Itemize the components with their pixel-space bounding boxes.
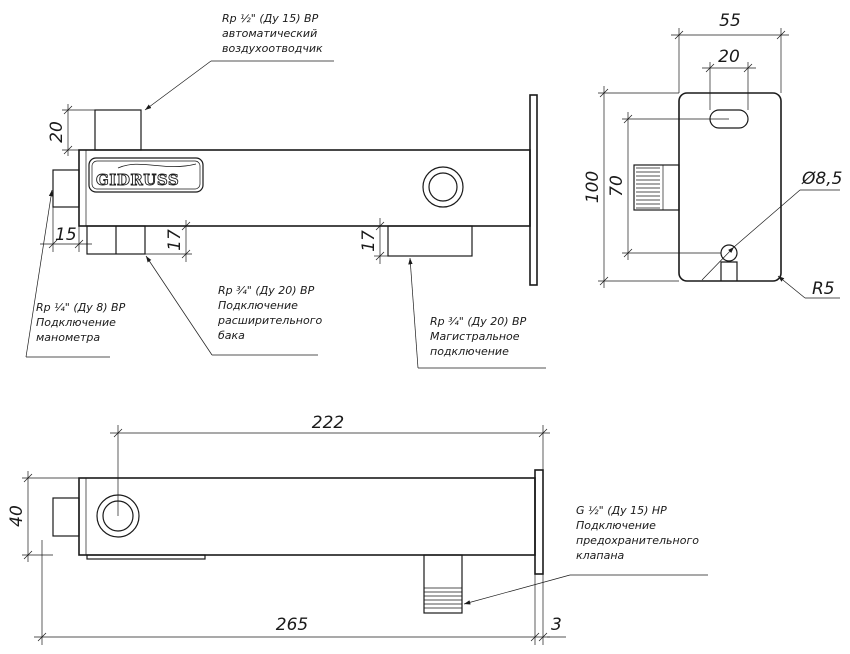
dim-main-height: 17 <box>359 218 388 264</box>
mounting-flange <box>529 94 538 286</box>
threaded-stub <box>633 164 680 211</box>
safety-line2: Подключение <box>576 519 656 532</box>
dim-expansion-height: 17 <box>145 220 192 262</box>
dim-40-label: 40 <box>7 505 27 527</box>
expansion-line1: Rp ¾" (Ду 20) ВР <box>218 284 315 297</box>
expansion-line3: расширительного <box>217 314 323 327</box>
dim-17a-label: 17 <box>165 229 185 251</box>
dim-15-label: 15 <box>55 225 77 245</box>
air-vent-port <box>94 109 142 151</box>
side-socket-inner <box>428 172 458 202</box>
main-port <box>387 225 473 257</box>
mainline-line2: Магистральное <box>430 330 520 343</box>
expansion-line4: бака <box>218 329 245 342</box>
dim-slot: 20 <box>702 47 756 110</box>
dim-width: 55 <box>671 11 789 93</box>
safety-line3: предохранительного <box>576 534 699 547</box>
dim-slot-label: 20 <box>718 47 740 67</box>
gauge-line3: манометра <box>36 331 100 344</box>
dim-265-label: 265 <box>276 615 308 635</box>
dim-70-label: 70 <box>607 175 627 197</box>
gauge-line2: Подключение <box>36 316 116 329</box>
air-vent-line2: автоматический <box>222 27 317 40</box>
bottom-view: 222 40 265 3 <box>7 413 708 645</box>
callout-mainline: Rp ¾" (Ду 20) ВР Магистральное подключен… <box>408 257 546 369</box>
dim-flange-thickness: 3 <box>530 574 566 645</box>
manifold-body-bottom <box>78 477 536 556</box>
dim-corner-radius: R5 <box>777 275 840 299</box>
safety-line4: клапана <box>576 549 625 562</box>
dim-17b-label: 17 <box>359 230 379 252</box>
gauge-port-bottom <box>52 497 80 537</box>
safety-valve-port <box>423 554 463 614</box>
dim-body-height: 40 <box>7 471 79 562</box>
callout-gauge: Rp ¼" (Ду 8) ВР Подключение манометра <box>25 189 126 358</box>
dim-222-label: 222 <box>312 413 344 433</box>
side-socket-outer <box>422 166 464 208</box>
radius-label: R5 <box>812 279 835 299</box>
gauge-line1: Rp ¼" (Ду 8) ВР <box>36 301 126 314</box>
gauge-port <box>52 169 80 208</box>
dim-hole-diameter: Ø8,5 <box>701 169 842 281</box>
bottom-notch <box>720 261 738 281</box>
flange-bottom <box>534 469 544 575</box>
dim-gauge-offset: 15 <box>40 207 92 252</box>
expansion-line2: Подключение <box>218 299 298 312</box>
gidruss-logo: GIDRUSS <box>88 157 204 193</box>
callout-safety-valve: G ½" (Ду 15) НР Подключение предохраните… <box>463 504 708 605</box>
dim-height: 100 <box>583 86 679 288</box>
dim-port-height: 20 <box>47 104 95 156</box>
dim-hole-spacing: 70 <box>607 112 729 260</box>
mount-hole <box>720 244 738 262</box>
air-vent-line1: Rp ½" (Ду 15) ВР <box>222 12 319 25</box>
dim-100-label: 100 <box>583 171 603 203</box>
callout-expansion: Rp ¾" (Ду 20) ВР Подключение расширитель… <box>145 255 323 356</box>
expansion-port-edge <box>86 554 206 560</box>
callout-air-vent: Rp ½" (Ду 15) ВР автоматический воздухоо… <box>144 12 334 111</box>
dim-55-label: 55 <box>719 11 741 31</box>
mainline-line1: Rp ¾" (Ду 20) ВР <box>430 315 527 328</box>
mainline-line3: подключение <box>430 345 509 358</box>
top-view: GIDRUSS 20 15 17 <box>25 12 546 369</box>
dim-20-label: 20 <box>47 121 67 143</box>
air-vent-line3: воздухоотводчик <box>222 42 323 55</box>
dim-3-label: 3 <box>551 615 562 635</box>
dia-label: Ø8,5 <box>801 169 842 189</box>
dim-total-length: 265 <box>34 540 550 645</box>
safety-line1: G ½" (Ду 15) НР <box>576 504 667 517</box>
logo-text: GIDRUSS <box>96 171 179 189</box>
side-view: 55 20 100 70 <box>583 11 842 299</box>
dim-length: 222 <box>110 413 550 516</box>
